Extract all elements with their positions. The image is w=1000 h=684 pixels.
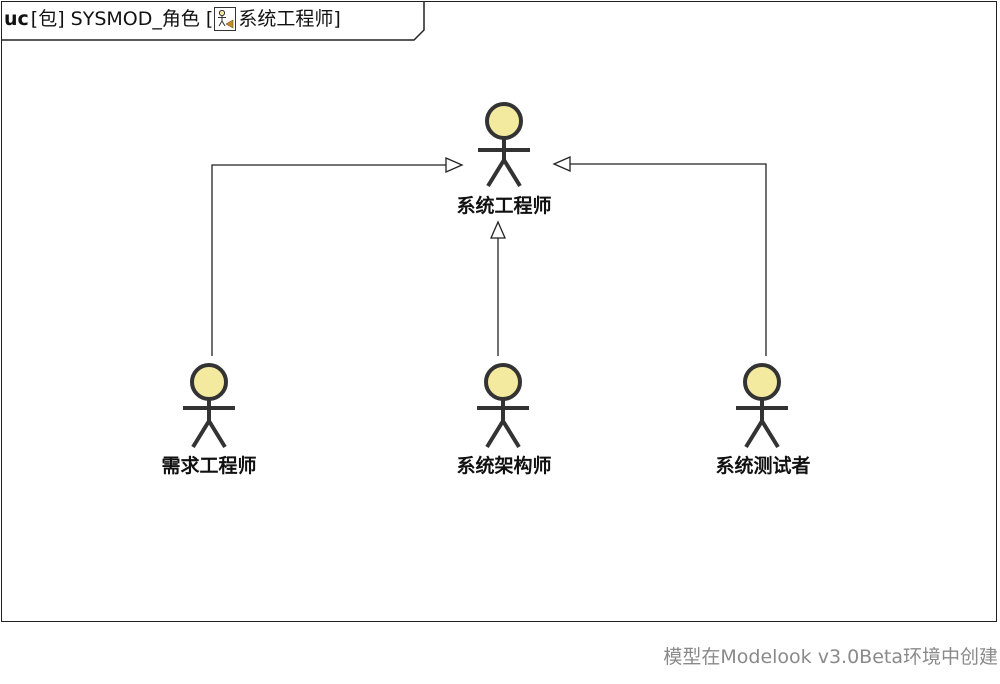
footer-credit: 模型在Modelook v3.0Beta环境中创建 xyxy=(663,646,998,668)
actor-label-sys-arch: 系统架构师 xyxy=(456,455,552,477)
generalization-sys-arch[interactable] xyxy=(490,220,506,356)
frame-title-text: [包] SYSMOD_角色 [ xyxy=(30,8,214,30)
diagram-frame xyxy=(1,1,997,622)
actor-label-req-eng: 需求工程师 xyxy=(161,455,257,477)
generalization-req-eng[interactable] xyxy=(211,157,464,356)
frame-header: uc [包] SYSMOD_角色 [ 系统工程师] xyxy=(0,0,430,42)
actor-req-eng[interactable] xyxy=(183,363,235,449)
frame-title: uc [包] SYSMOD_角色 [ 系统工程师] xyxy=(4,6,341,32)
frame-title-end: 系统工程师] xyxy=(238,8,341,30)
diagram-kind-keyword: uc xyxy=(4,8,29,30)
actor-sys-arch[interactable] xyxy=(477,363,529,449)
frame-header-tab xyxy=(1,1,425,41)
actor-label-sys-test: 系统测试者 xyxy=(715,455,811,477)
actor-sys-test[interactable] xyxy=(736,363,788,449)
generalization-sys-test[interactable] xyxy=(552,156,767,356)
actor-label-sys-eng: 系统工程师 xyxy=(456,195,552,217)
actor-icon xyxy=(214,7,237,31)
actor-sys-eng[interactable] xyxy=(478,102,530,188)
